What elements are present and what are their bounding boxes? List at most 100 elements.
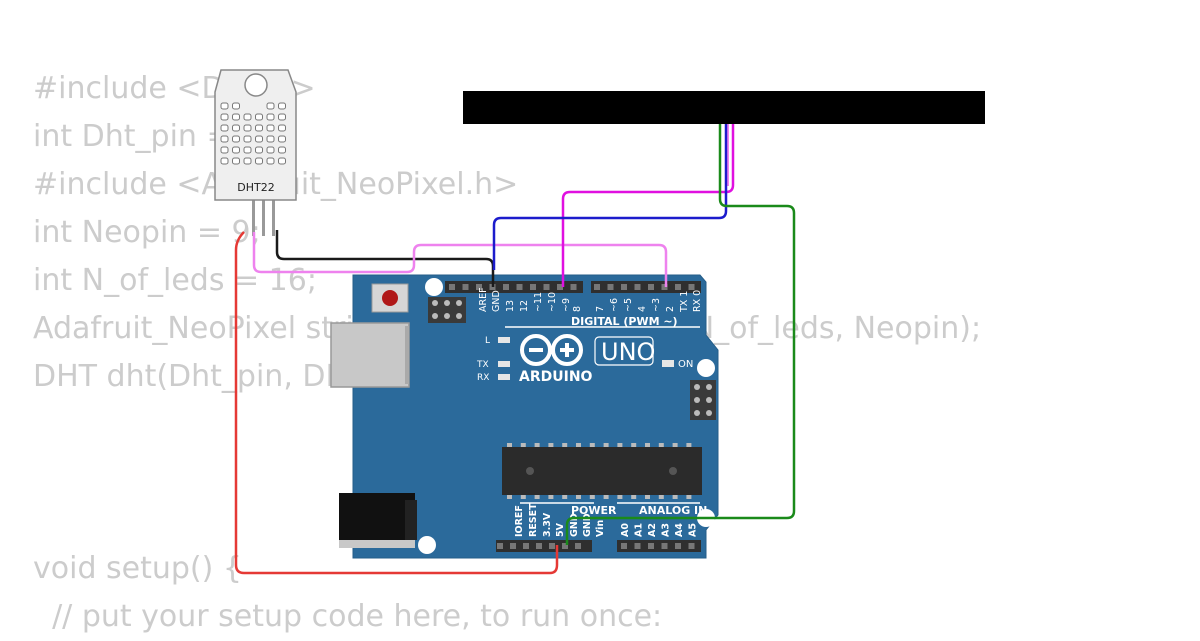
chip-leg [658,443,664,447]
pin-hole[interactable] [675,284,681,290]
pin-hole[interactable] [476,284,482,290]
digital-pin-label: GND [491,290,502,312]
neopixel-strip[interactable] [463,91,985,124]
reset-button-cap[interactable] [382,290,398,306]
digital-pin-label: RX 0 [692,290,703,312]
pin-hole[interactable] [575,543,581,549]
wire-green-strip-vcc[interactable] [565,124,796,545]
pin-hole[interactable] [549,543,555,549]
pin-hole[interactable] [594,284,600,290]
pin-hole[interactable] [543,284,550,290]
power-pin-label: IOREF [514,505,525,537]
chip-legs [507,443,692,499]
arduino-logo-icon [520,334,583,366]
digital-pin-label: ~3 [651,298,662,312]
grille-slot [255,146,263,154]
grille-slot [278,124,286,132]
chip-leg [507,495,512,499]
pin-hole[interactable] [634,284,641,290]
pin-hole[interactable] [688,543,695,549]
pin-hole[interactable] [688,284,695,290]
grille-slot [243,124,252,132]
grille-slot [278,146,286,154]
grille-slot [278,135,286,143]
chip-leg [534,495,540,499]
pin-hole[interactable] [449,284,455,290]
wire-black-gnd[interactable] [275,230,495,287]
wire-pink-data[interactable] [252,232,668,287]
pin-hole[interactable] [462,284,469,290]
pin-hole[interactable] [661,543,668,549]
chip-leg [631,495,637,499]
pin-hole[interactable] [634,543,641,549]
bottom-pin-holes [497,543,695,549]
pin-hole[interactable] [530,284,536,290]
sensor-pin [272,196,275,236]
power-pin-label: GND [582,513,593,537]
grille-slot [266,124,275,132]
grille-slot [232,102,240,110]
grille-slot [278,113,286,121]
usb-connector[interactable] [330,322,410,388]
grille-slot [278,157,286,165]
digital-header-right[interactable] [591,281,701,293]
dc-power-jack[interactable] [339,493,417,548]
on-label: ON [678,359,693,370]
power-pin-label: 5V [555,522,566,537]
chip-leg [672,443,678,447]
grille-slot [220,135,229,143]
pin-hole[interactable] [562,543,568,549]
pin-hole[interactable] [675,543,681,549]
pin-hole[interactable] [523,543,529,549]
wire-magenta-strip-data[interactable] [561,124,735,287]
chip-leg [589,443,595,447]
pin-hole[interactable] [607,284,614,290]
code-line: int Neopin = 9; [33,215,261,250]
grille-slot [278,102,286,110]
reset-button[interactable] [371,283,409,313]
grille-slot [255,135,263,143]
digital-pin-label: ~9 [561,298,572,312]
grille-slot [232,157,240,165]
pin-hole[interactable] [516,284,523,290]
digital-pin-label: TX 1 [679,291,690,313]
chip-leg [548,443,554,447]
sensor-pin [252,196,255,236]
chip-leg [617,443,623,447]
pin-hole[interactable] [536,543,542,549]
power-pin-label: Vin [595,520,606,537]
analog-pin-label: A0 [620,523,631,537]
tx-led [498,361,510,367]
pin-hole[interactable] [621,284,627,290]
analog-header[interactable] [617,540,701,552]
pin-hole[interactable] [648,543,654,549]
l-led [498,337,510,343]
grille-slot [266,113,275,121]
l-led-label: L [485,336,490,346]
wire-red-vcc[interactable] [234,231,559,575]
pin-hole[interactable] [557,284,563,290]
dht22-sensor[interactable]: DHT22 [214,69,297,236]
chip-leg [645,443,650,447]
pin-hole[interactable] [503,284,509,290]
icsp-header-2 [690,380,716,420]
grille-slot [266,102,275,110]
chip-leg [686,495,692,499]
grille-slot [266,146,275,154]
grille-slot [220,102,229,110]
pin-hole[interactable] [497,543,503,549]
mounting-hole [697,359,715,377]
pin-hole[interactable] [661,284,668,290]
digital-pin-label: 2 [665,306,676,312]
grille-slot [243,113,252,121]
pin-hole[interactable] [621,543,627,549]
chip-leg [686,443,692,447]
grille-slot [266,157,275,165]
pin-hole[interactable] [648,284,654,290]
icsp-header [428,297,466,323]
wire-blue-strip-gnd[interactable] [492,124,728,270]
pin-hole[interactable] [510,543,516,549]
pin-hole[interactable] [570,284,577,290]
power-pin-label: RESET [528,503,539,537]
